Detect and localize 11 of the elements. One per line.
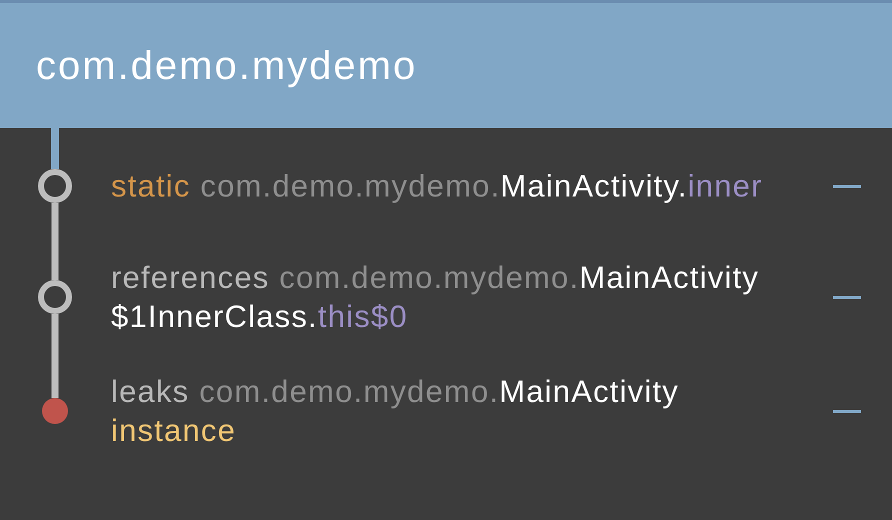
dot-marker	[42, 398, 68, 424]
ring-marker	[38, 280, 72, 314]
ring-marker	[38, 169, 72, 203]
trace-step-text: leaks com.demo.mydemo.MainActivity instance	[111, 373, 680, 450]
trace-step-text: references com.demo.mydemo.MainActivity $1InnerClass.this$0	[111, 259, 760, 336]
trace-step-text: static com.demo.mydemo.MainActivity.inner	[111, 168, 764, 206]
connector-line	[52, 314, 58, 398]
connector-line	[51, 128, 59, 169]
connector-line	[52, 203, 58, 280]
header-bar	[0, 0, 892, 128]
package-title: com.demo.mydemo	[36, 43, 418, 90]
